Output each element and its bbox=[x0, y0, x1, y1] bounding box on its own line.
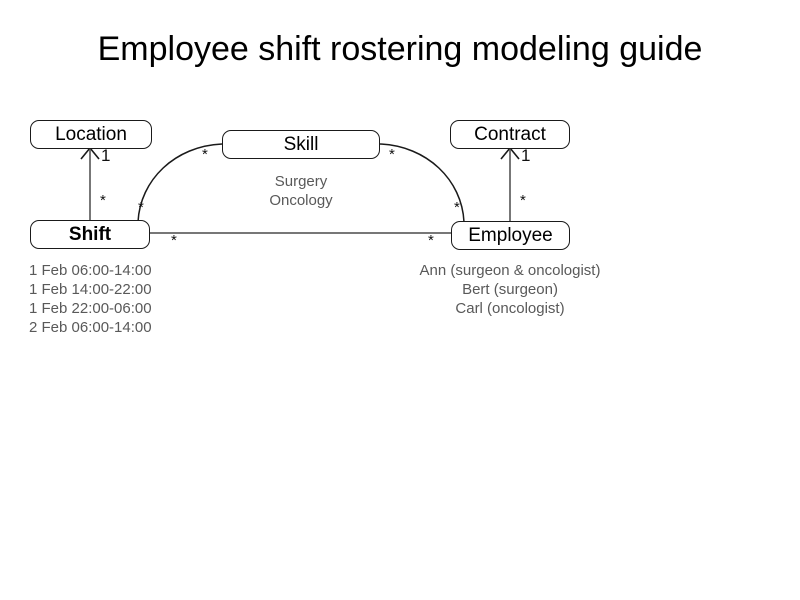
caption-employee-line: Ann (surgeon & oncologist) bbox=[419, 262, 601, 279]
caption-shift-line: 1 Feb 06:00-14:00 bbox=[29, 262, 152, 279]
multiplicity-employee-contract-one: 1 bbox=[521, 146, 531, 165]
node-location-label: Location bbox=[55, 123, 127, 145]
edge-employee-contract bbox=[500, 146, 520, 221]
caption-employee-line: Carl (oncologist) bbox=[455, 300, 565, 317]
caption-shift-line: 1 Feb 14:00-22:00 bbox=[29, 281, 152, 298]
node-employee-label: Employee bbox=[468, 224, 553, 246]
caption-employee-line: Bert (surgeon) bbox=[462, 281, 558, 298]
caption-shift-line: 1 Feb 22:00-06:00 bbox=[29, 300, 152, 317]
node-contract-label: Contract bbox=[474, 123, 546, 145]
node-contract[interactable]: Contract bbox=[450, 120, 570, 149]
caption-skill-line: Surgery bbox=[274, 173, 328, 190]
node-employee[interactable]: Employee bbox=[451, 221, 570, 250]
edge-skill-employee bbox=[379, 143, 465, 223]
node-shift-label: Shift bbox=[68, 223, 112, 245]
multiplicity-shift-location-one: 1 bbox=[101, 146, 111, 165]
caption-skill-line: Oncology bbox=[269, 192, 333, 209]
multiplicity-shift-skill-star: * bbox=[138, 199, 144, 216]
edge-shift-skill bbox=[137, 143, 223, 223]
multiplicity-skill-left-star: * bbox=[202, 146, 208, 163]
node-shift[interactable]: Shift bbox=[30, 220, 150, 249]
edge-shift-location bbox=[80, 146, 100, 220]
multiplicity-shift-location-star: * bbox=[100, 192, 106, 209]
multiplicity-employee-contract-star: * bbox=[520, 192, 526, 209]
multiplicity-shift-employee-left-star: * bbox=[171, 232, 177, 249]
node-skill[interactable]: Skill bbox=[222, 130, 380, 159]
caption-skill: Surgery Oncology bbox=[222, 172, 380, 210]
node-skill-label: Skill bbox=[283, 133, 319, 155]
multiplicity-employee-skill-star: * bbox=[454, 199, 460, 216]
page-title: Employee shift rostering modeling guide bbox=[97, 30, 703, 68]
multiplicity-shift-employee-right-star: * bbox=[428, 232, 434, 249]
multiplicity-skill-right-star: * bbox=[389, 146, 395, 163]
node-location[interactable]: Location bbox=[30, 120, 152, 149]
caption-shift-line: 2 Feb 06:00-14:00 bbox=[29, 319, 152, 336]
caption-shift: 1 Feb 06:00-14:00 1 Feb 14:00-22:00 1 Fe… bbox=[29, 261, 152, 337]
caption-employee: Ann (surgeon & oncologist) Bert (surgeon… bbox=[400, 261, 620, 318]
